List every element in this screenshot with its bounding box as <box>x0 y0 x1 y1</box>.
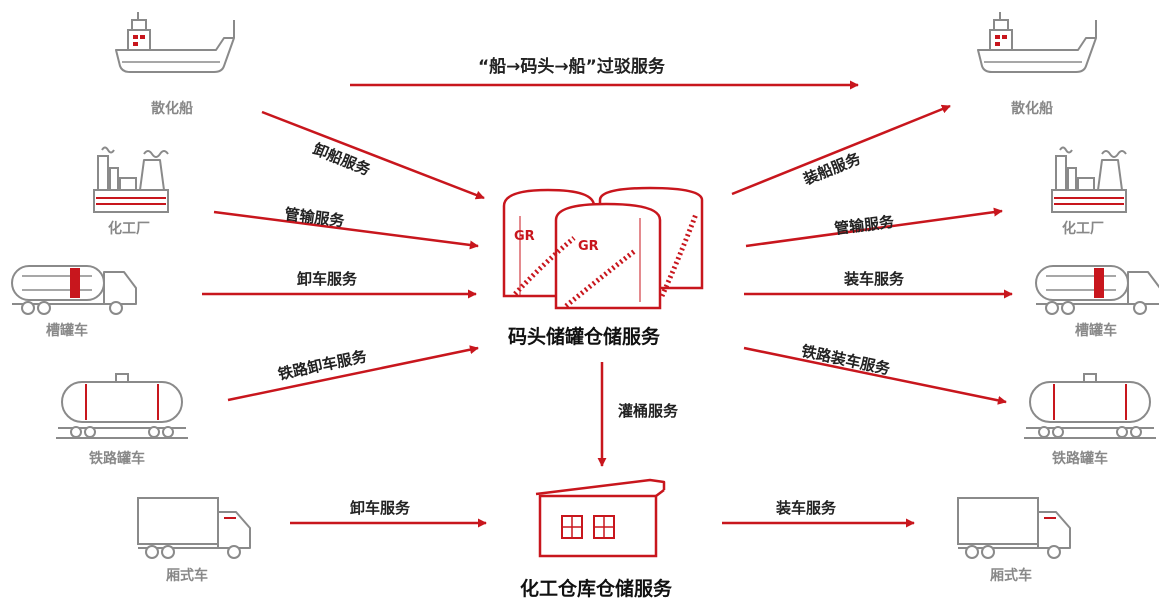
right-target-label-rail-car: 铁路罐车 <box>1052 451 1108 467</box>
tank-logo-1: GR <box>514 229 535 244</box>
right-service-label-5: 装车服务 <box>776 499 837 517</box>
left-service-label-3: 卸车服务 <box>297 270 358 288</box>
flow-arrows <box>202 80 1013 528</box>
right-tank-truck-icon <box>1035 265 1159 315</box>
arrow-right-2 <box>745 207 1003 248</box>
right-box-truck-icon <box>957 497 1071 559</box>
right-target-label-ship: 散化船 <box>1011 101 1053 117</box>
storage-tanks-icon <box>502 186 704 310</box>
transshipment-service-label: “船→码头→船”过驳服务 <box>478 57 665 77</box>
left-service-label-5: 卸车服务 <box>350 499 411 517</box>
terminal-storage-label: 码头储罐仓储服务 <box>508 326 661 348</box>
warehouse-icon <box>535 478 666 558</box>
left-rail-tank-car-icon <box>55 373 189 439</box>
arrow-right-4 <box>743 346 1007 405</box>
left-factory-icon <box>93 146 169 213</box>
left-source-label-ship: 散化船 <box>151 101 193 117</box>
warehouse-storage-label: 化工仓库仓储服务 <box>520 578 673 600</box>
tank-logo-2: GR <box>578 239 599 254</box>
left-box-truck-icon <box>137 497 251 559</box>
right-target-label-box-truck: 厢式车 <box>990 568 1032 584</box>
arrow-left-4 <box>227 345 479 402</box>
left-source-label-box-truck: 厢式车 <box>166 568 208 584</box>
right-rail-tank-car-icon <box>1023 373 1157 439</box>
left-ship-icon <box>115 11 235 73</box>
arrow-left-2 <box>213 210 479 250</box>
right-service-label-3: 装车服务 <box>844 270 905 288</box>
left-source-label-factory: 化工厂 <box>108 221 150 237</box>
left-tank-truck-icon <box>11 265 137 315</box>
right-factory-icon <box>1051 146 1127 213</box>
arrow-right-1 <box>731 104 951 196</box>
right-target-label-factory: 化工厂 <box>1062 221 1104 237</box>
arrow-left-1 <box>261 110 485 200</box>
drum-filling-service-label: 灌桶服务 <box>618 402 679 420</box>
left-source-label-rail-car: 铁路罐车 <box>89 451 145 467</box>
right-target-label-tank-truck: 槽罐车 <box>1075 323 1117 339</box>
right-ship-icon <box>977 11 1097 73</box>
left-source-label-tank-truck: 槽罐车 <box>46 323 88 339</box>
